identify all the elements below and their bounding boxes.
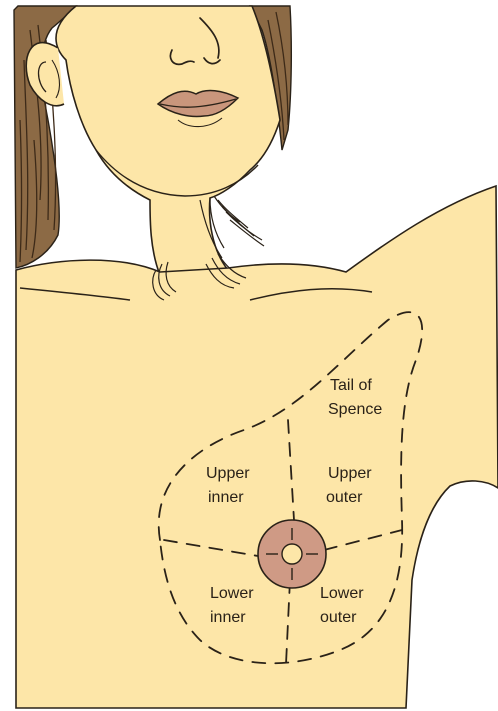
label-lower-inner-2: inner	[210, 609, 246, 626]
label-lower-outer-1: Lower	[320, 585, 364, 602]
label-upper-outer-2: outer	[326, 489, 363, 506]
nipple	[282, 544, 302, 564]
label-upper-inner-2: inner	[208, 489, 244, 506]
areola	[258, 520, 326, 588]
label-lower-inner-1: Lower	[210, 585, 254, 602]
label-upper-outer-1: Upper	[328, 465, 372, 482]
face-neck	[56, 6, 280, 275]
label-lower-outer-2: outer	[320, 609, 357, 626]
torso	[16, 186, 498, 708]
label-tail-of-spence-2: Spence	[328, 401, 382, 418]
label-upper-inner-1: Upper	[206, 465, 250, 482]
label-tail-of-spence-1: Tail of	[330, 377, 372, 394]
